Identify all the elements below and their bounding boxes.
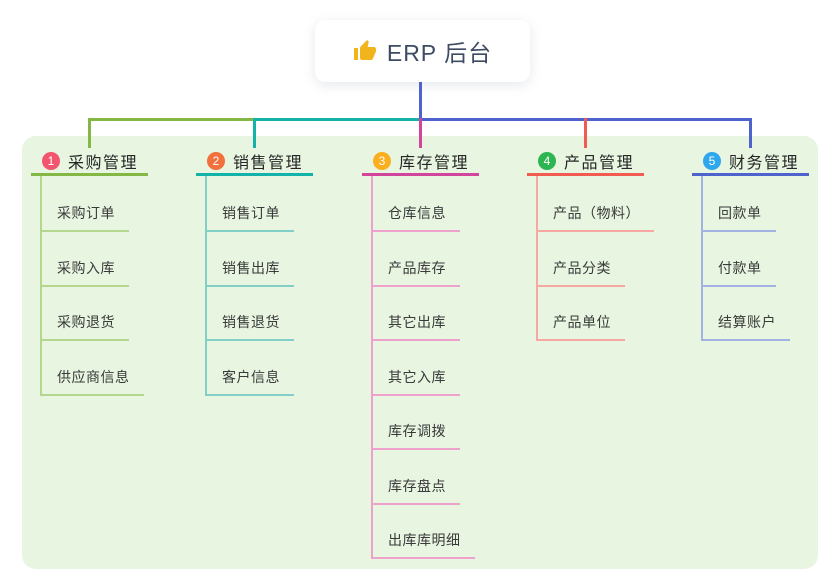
connector-line: [88, 118, 253, 121]
connector-line: [253, 118, 420, 121]
connector-line: [419, 118, 422, 148]
branch-header[interactable]: 3 库存管理: [362, 148, 479, 176]
branch-child-item[interactable]: 出库库明细: [371, 527, 475, 559]
mindmap-panel: [22, 136, 818, 569]
branch-spine-line: [701, 176, 703, 341]
branch-child-item[interactable]: 销售退货: [205, 309, 294, 341]
branch-child-item[interactable]: 回款单: [701, 200, 776, 232]
branch-label: 采购管理: [68, 154, 139, 172]
branch-child-item[interactable]: 结算账户: [701, 309, 790, 341]
branch-header[interactable]: 5 财务管理: [692, 148, 809, 176]
connector-line: [419, 82, 422, 118]
connector-line: [88, 118, 91, 148]
branch-child-item[interactable]: 其它入库: [371, 364, 460, 396]
branch-child-item[interactable]: 客户信息: [205, 364, 294, 396]
branch-badge: 1: [42, 151, 60, 170]
connector-line: [749, 118, 752, 148]
branch-child-item[interactable]: 供应商信息: [40, 364, 144, 396]
branch-badge: 3: [373, 151, 391, 170]
branch-child-item[interactable]: 仓库信息: [371, 200, 460, 232]
branch-child-item[interactable]: 产品分类: [536, 255, 625, 287]
branch-child-item[interactable]: 库存盘点: [371, 473, 460, 505]
branch-child-item[interactable]: 采购退货: [40, 309, 129, 341]
branch-child-item[interactable]: 产品库存: [371, 255, 460, 287]
root-node[interactable]: ERP 后台: [315, 20, 530, 82]
branch-header[interactable]: 2 销售管理: [196, 148, 313, 176]
root-title: ERP 后台: [386, 40, 493, 66]
branch-child-item[interactable]: 采购订单: [40, 200, 129, 232]
branch-child-item[interactable]: 产品（物料）: [536, 200, 654, 232]
connector-line: [253, 118, 256, 148]
branch-label: 销售管理: [233, 154, 304, 172]
branch-header[interactable]: 1 采购管理: [31, 148, 148, 176]
branch-label: 财务管理: [729, 154, 800, 172]
branch-badge: 2: [207, 151, 225, 170]
branch-header[interactable]: 4 产品管理: [527, 148, 644, 176]
branch-child-item[interactable]: 付款单: [701, 255, 776, 287]
thumbs-up-icon: [353, 40, 376, 60]
branch-label: 库存管理: [399, 154, 470, 172]
branch-spine-line: [371, 176, 373, 559]
branch-child-item[interactable]: 销售订单: [205, 200, 294, 232]
branch-badge: 5: [703, 151, 721, 170]
branch-child-item[interactable]: 销售出库: [205, 255, 294, 287]
branch-child-item[interactable]: 库存调拨: [371, 418, 460, 450]
branch-child-item[interactable]: 采购入库: [40, 255, 129, 287]
branch-spine-line: [536, 176, 538, 341]
branch-child-item[interactable]: 其它出库: [371, 309, 460, 341]
branch-child-item[interactable]: 产品单位: [536, 309, 625, 341]
branch-badge: 4: [538, 151, 556, 170]
connector-line: [584, 118, 587, 148]
branch-label: 产品管理: [564, 154, 635, 172]
